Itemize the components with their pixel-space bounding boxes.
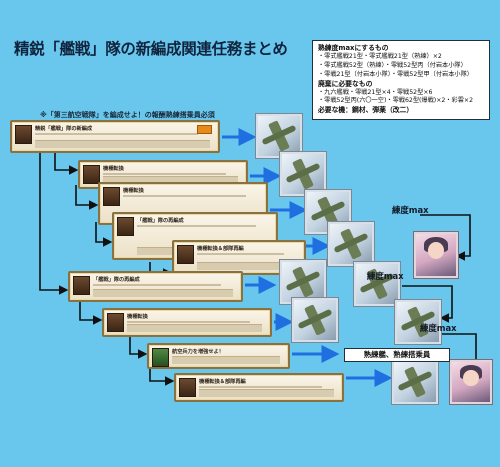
quest-icon xyxy=(179,378,196,397)
connector-q6-q7 xyxy=(79,300,103,325)
quest-description-line xyxy=(197,253,284,255)
fighter-reward-8 xyxy=(394,299,442,345)
pilot-reward-1 xyxy=(413,231,459,279)
quest-card-8: 航空兵力を増強せよ！ xyxy=(147,343,290,369)
quest-title: 機種転換＆部隊再編 xyxy=(199,379,246,385)
quest-icon xyxy=(103,187,120,206)
mastery-max-label-1: 練度max xyxy=(392,205,429,215)
connector-q8-q9 xyxy=(149,367,175,386)
quest-reward-bar xyxy=(93,289,233,297)
quest-reward-bar xyxy=(35,140,210,148)
info-line: ・九六艦戦・零戦21型×4・零戦52型×6 xyxy=(318,88,433,96)
connector-q1-q6 xyxy=(39,150,69,295)
info-heading-mastery: 熟練度maxにするもの xyxy=(318,44,389,52)
quest-reward-bar xyxy=(103,176,238,184)
quest-card-1: 精鋭「艦戦」隊の新編成 xyxy=(10,120,220,153)
fighter-reward-1 xyxy=(255,113,303,159)
fighter-reward-4 xyxy=(327,221,375,267)
quest-title: 航空兵力を増強せよ！ xyxy=(172,349,224,355)
quest-description-line xyxy=(103,173,226,175)
quest-reward-bar xyxy=(199,389,334,397)
prerequisite-note: ※「第三航空戦隊」を編成せよ！の報酬熟練搭乗員必須 xyxy=(40,111,215,119)
quest-title: 機種転換＆部隊再編 xyxy=(197,246,244,252)
info-line: ・零戦52型丙(六〇一空)・零戦62型(爆戦)×2・彩雲×2 xyxy=(318,97,474,105)
quest-title: 「艦戦」隊の再編成 xyxy=(137,218,184,224)
info-line: ・零戦21型（付岩本小隊）・零戦52型甲（付岩本小隊） xyxy=(318,70,473,78)
quest-icon xyxy=(152,348,169,367)
fighter-reward-6 xyxy=(353,261,401,307)
quest-icon xyxy=(15,125,32,144)
quest-reward-bar xyxy=(197,262,296,270)
info-heading-scrap: 廃棄に必要なもの xyxy=(318,79,373,88)
fighter-reward-2 xyxy=(279,151,327,197)
quest-card-7: 機種転換 xyxy=(102,308,272,337)
quest-icon xyxy=(117,217,134,236)
quest-card-6: 「艦戦」隊の再編成 xyxy=(68,271,243,302)
mastery-max-label-2: 練度max xyxy=(367,271,404,281)
quest-title: 機種転換 xyxy=(127,314,148,320)
quest-description-line xyxy=(93,284,221,286)
quest-description-line xyxy=(35,133,198,135)
quest-title: 機種転換 xyxy=(123,188,144,194)
quest-reward-bar xyxy=(127,324,262,332)
quest-description-line xyxy=(123,195,246,197)
quest-title: 精鋭「艦戦」隊の新編成 xyxy=(35,126,93,132)
quest-icon xyxy=(73,276,90,295)
fighter-reward-9 xyxy=(391,359,439,405)
pilot-face-icon xyxy=(428,242,444,260)
quest-icon xyxy=(83,165,100,184)
quest-title: 機種転換 xyxy=(103,166,124,172)
quest-icon xyxy=(107,313,124,332)
quest-category-tag xyxy=(197,125,212,134)
pilot-face-icon xyxy=(463,370,479,386)
connector-q7-q8 xyxy=(129,335,148,359)
quest-reward-bar xyxy=(172,356,280,364)
quest-description-line xyxy=(199,386,322,388)
info-line: ・零式艦戦52型（熟練）・零戦52型丙（付岩本小隊） xyxy=(318,61,467,69)
quest-description-line xyxy=(137,225,256,227)
info-box: 熟練度maxにするもの ・零式艦戦21型・零式艦戦21型（熟練）×2 ・零式艦戦… xyxy=(312,40,490,120)
page-title: 精鋭「艦戦」隊の新編成関連任務まとめ xyxy=(14,40,288,58)
quest-description-line xyxy=(127,321,250,323)
requirement-label: 熟練艦、熟練搭乗員 xyxy=(344,348,450,362)
connector-q3-q4 xyxy=(95,222,113,247)
fighter-reward-7 xyxy=(291,297,339,343)
quest-title: 「艦戦」隊の再編成 xyxy=(93,277,140,283)
connector-q1-q2 xyxy=(54,150,79,175)
fighter-reward-5 xyxy=(279,259,327,305)
pilot-reward-2 xyxy=(449,359,493,405)
info-heading-materials: 必要な機：鋼材、弾薬（改二） xyxy=(318,106,414,115)
quest-icon xyxy=(177,245,194,264)
mastery-max-label-3: 練度max xyxy=(420,323,457,333)
info-line: ・零式艦戦21型・零式艦戦21型（熟練）×2 xyxy=(318,52,442,60)
quest-card-9: 機種転換＆部隊再編 xyxy=(174,373,344,402)
